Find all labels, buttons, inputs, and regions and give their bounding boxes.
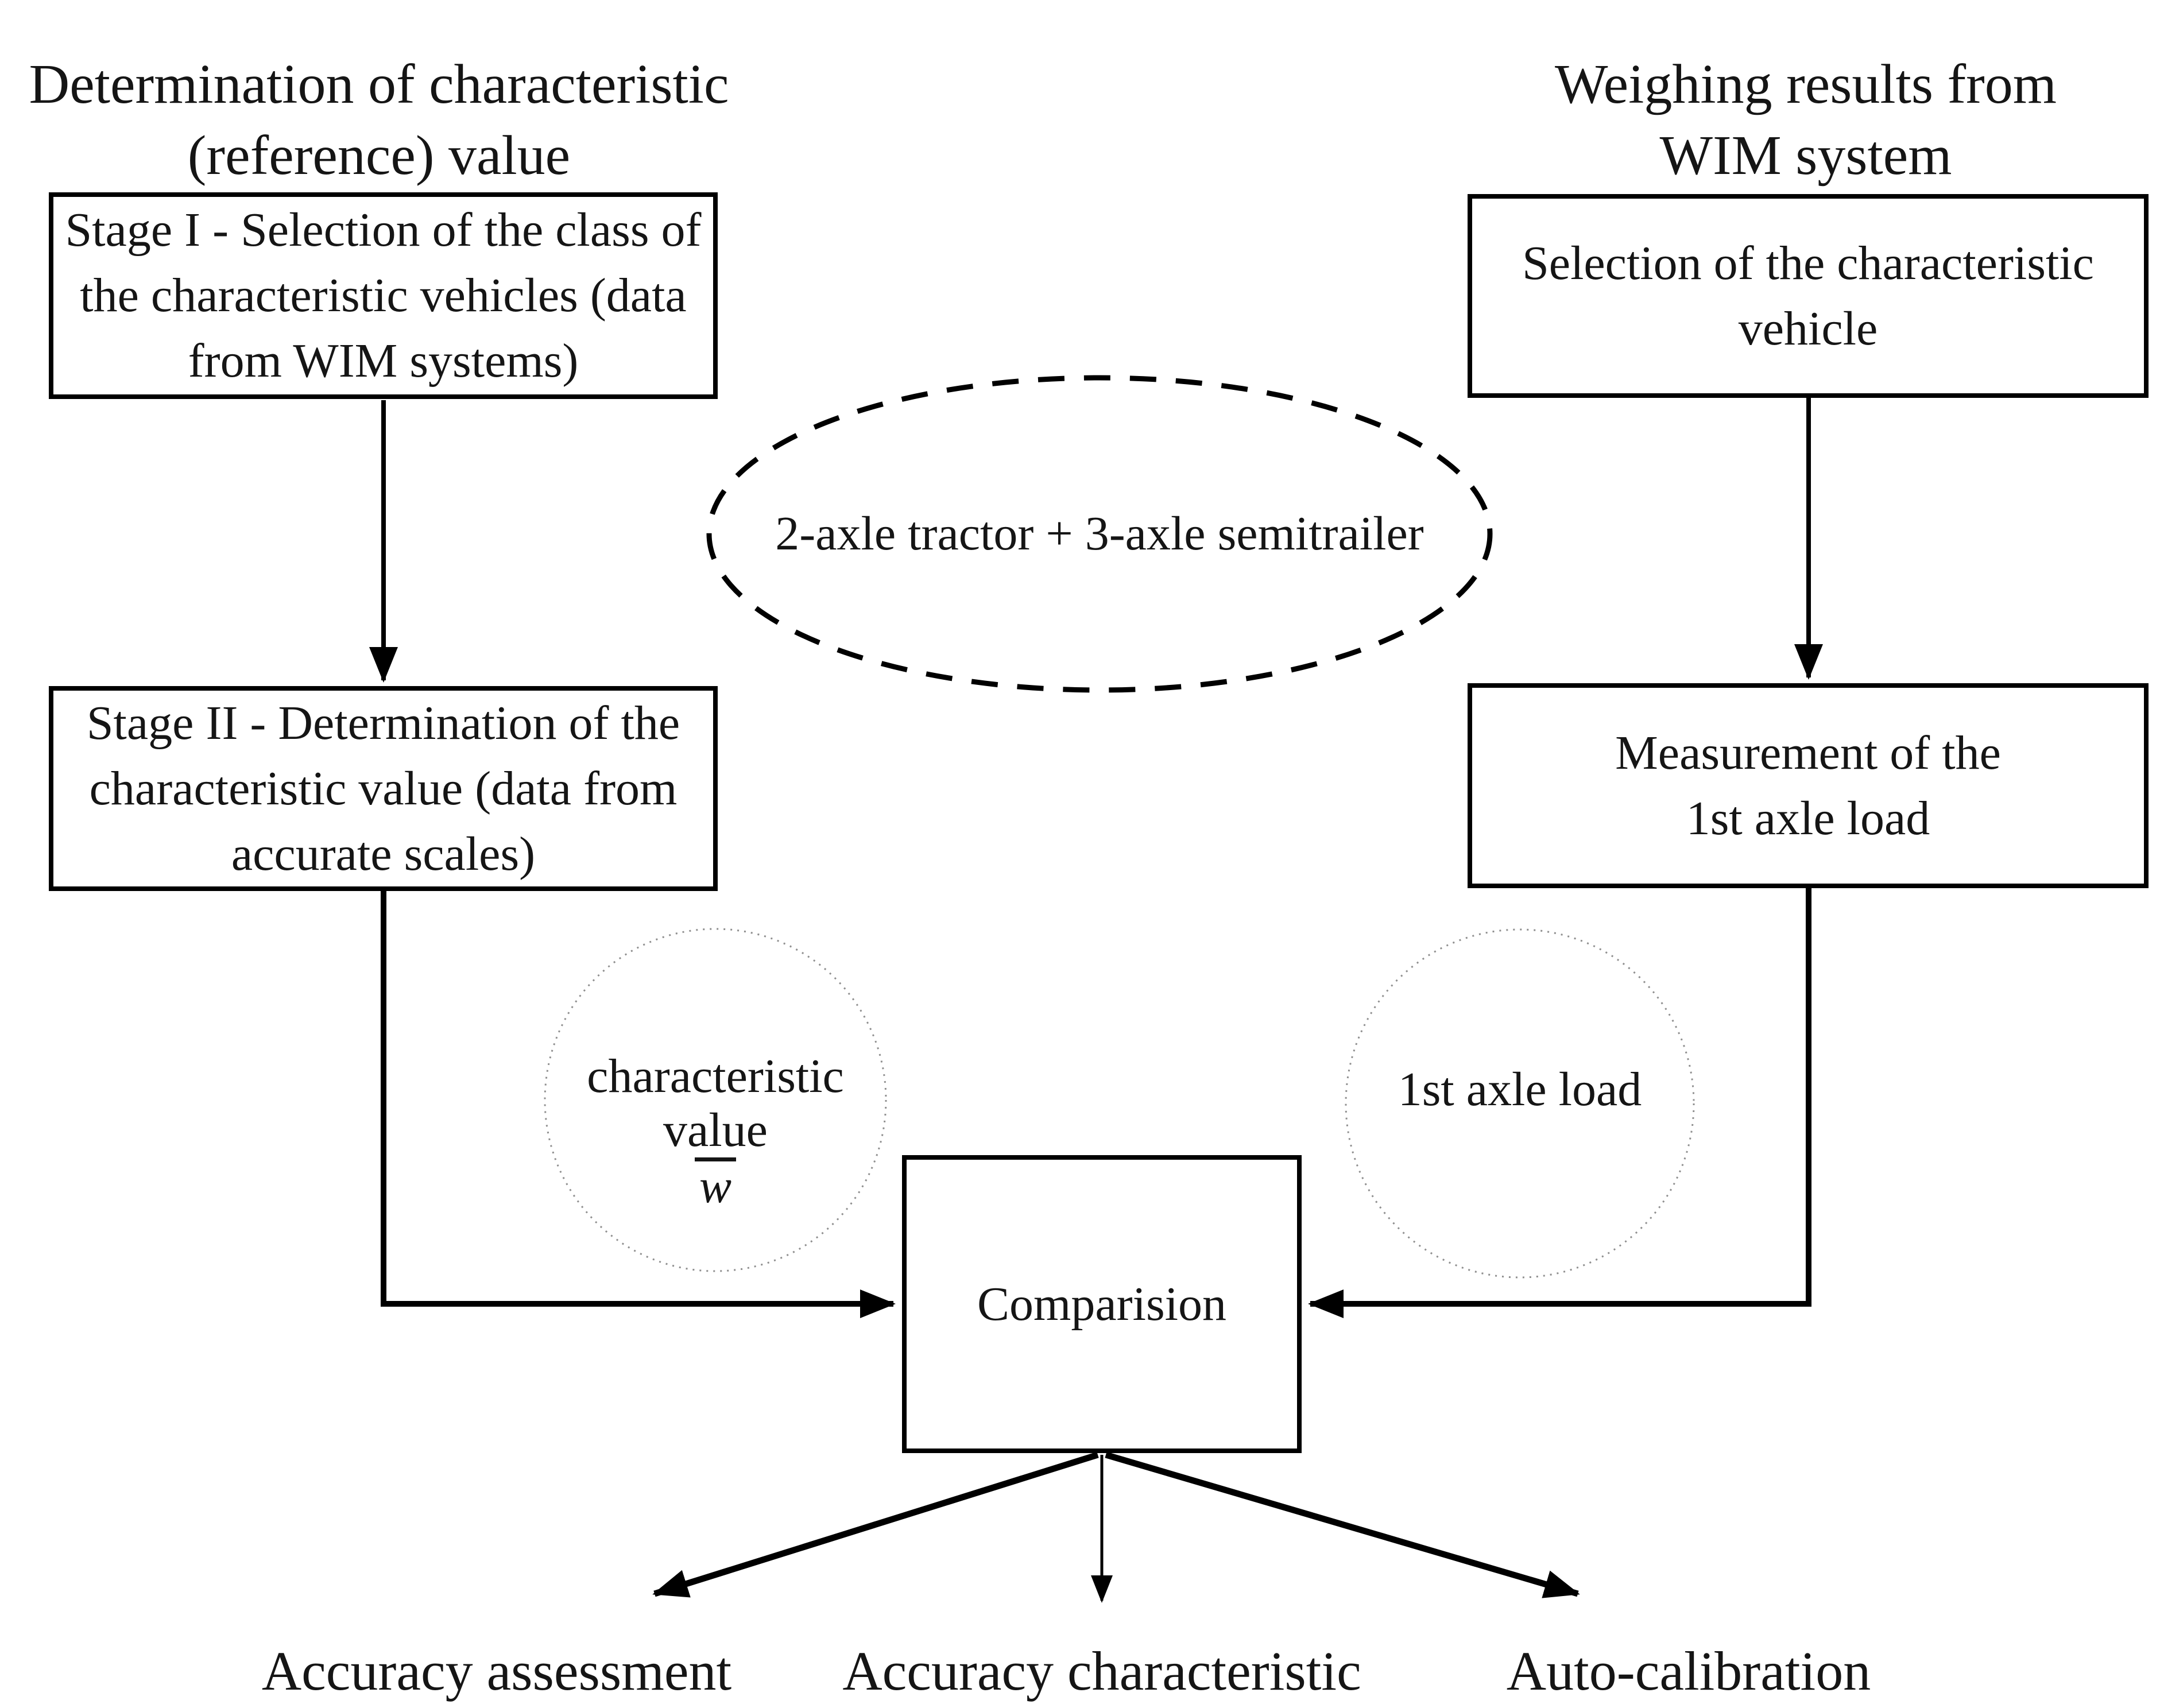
left-column-heading: Determination of characteristic (referen…	[17, 49, 741, 191]
output-auto-calibration: Auto-calibration	[1506, 1640, 1871, 1702]
arrow-comparison-to-autocalibration	[1105, 1451, 1580, 1598]
connector-measurement-to-comparison	[1308, 887, 1811, 1318]
box-text-line: accurate scales)	[231, 827, 536, 881]
output-accuracy-characteristic: Accuracy characteristic	[842, 1640, 1361, 1702]
selection-box: Selection of the characteristic vehicle	[1468, 194, 2149, 398]
box-text-line: Stage II - Determination of the	[86, 696, 680, 750]
heading-line: Weighing results from	[1555, 53, 2057, 115]
box-text-line: vehicle	[1738, 301, 1878, 355]
box-text-line: Selection of the characteristic	[1522, 236, 2094, 290]
first-axle-load-label: 1st axle load	[1319, 1062, 1721, 1117]
callout-text-line: 1st axle load	[1398, 1063, 1642, 1116]
connector-stage2-to-comparison	[381, 890, 896, 1318]
callout-text-line: 2-axle tractor + 3-axle semitrailer	[775, 507, 1424, 560]
box-text-line: Stage I - Selection of the class of	[65, 203, 702, 257]
right-column-heading: Weighing results from WIM system	[1447, 49, 2160, 191]
box-text-line: from WIM systems)	[188, 334, 579, 388]
first-axle-load-circle	[1345, 928, 1695, 1279]
output-accuracy-assessment: Accuracy assessment	[261, 1640, 732, 1702]
box-text-line: the characteristic vehicles (data	[80, 269, 687, 322]
stage1-box: Stage I - Selection of the class of the …	[49, 192, 718, 399]
box-text-line: 1st axle load	[1686, 791, 1930, 845]
comparison-label: Comparision	[977, 1277, 1226, 1331]
w-bar-symbol: w	[694, 1157, 737, 1211]
vehicle-class-ellipse	[706, 375, 1493, 693]
heading-line: (reference) value	[187, 125, 571, 187]
callout-symbol-line: w	[543, 1157, 888, 1214]
characteristic-value-circle	[544, 928, 887, 1272]
arrow-comparison-to-assessment	[652, 1451, 1099, 1598]
characteristic-value-label: characteristic value w	[543, 1049, 888, 1214]
stage2-box: Stage II - Determination of the characte…	[49, 686, 718, 891]
callout-text-line: value	[663, 1103, 768, 1157]
heading-line: Determination of characteristic	[29, 53, 729, 115]
vehicle-class-label: 2-axle tractor + 3-axle semitrailer	[698, 504, 1501, 564]
comparison-box: Comparision	[902, 1155, 1302, 1453]
callout-text-line: characteristic	[587, 1049, 844, 1103]
box-text-line: characteristic value (data from	[89, 761, 678, 815]
measurement-box: Measurement of the 1st axle load	[1468, 683, 2149, 888]
box-text-line: Measurement of the	[1615, 726, 2001, 780]
heading-line: WIM system	[1659, 125, 1952, 187]
